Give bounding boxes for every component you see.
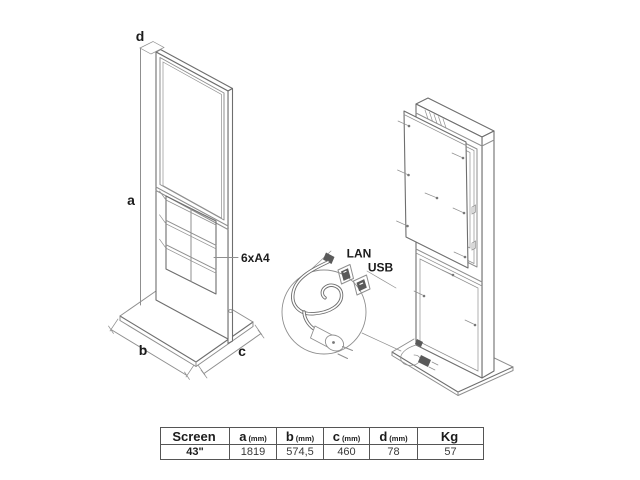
rear-view-kiosk <box>391 97 514 396</box>
dim-b-label: b <box>139 342 148 358</box>
lan-label: LAN <box>347 247 372 261</box>
detached-back-panel <box>396 110 469 277</box>
front-view-kiosk: d a b c 6xA4 <box>108 28 270 380</box>
spec-table: Screen a(mm) b(mm) c(mm) d(mm) Kg 43" 18… <box>160 427 484 460</box>
usb-port-icon <box>353 274 371 296</box>
dim-b-ext <box>185 364 195 378</box>
pocket-flap <box>159 214 167 225</box>
spec-table-value-row: 43" 1819 574,5 460 78 57 <box>160 444 484 460</box>
spec-table-header-row: Screen a(mm) b(mm) c(mm) d(mm) Kg <box>160 427 484 445</box>
front-kiosk-body <box>155 48 234 345</box>
schuko-plug <box>310 325 353 359</box>
kiosk-side-face <box>227 87 234 345</box>
spec-value-c: 460 <box>323 444 370 460</box>
power-cable-drawing <box>291 252 353 359</box>
vent-slots <box>424 109 447 129</box>
dimension-annotations: d a b c 6xA4 <box>108 28 270 380</box>
dim-c-line <box>203 333 262 374</box>
panel-edge-line <box>366 270 397 289</box>
spec-value-a: 1819 <box>229 444 277 460</box>
brochure-holder <box>159 190 217 295</box>
spec-value-kg: 57 <box>417 444 484 460</box>
dim-a-label: a <box>127 192 135 208</box>
plug-pin <box>337 353 348 359</box>
connection-detail: LAN USB <box>281 247 402 359</box>
dim-d-label: d <box>136 28 145 44</box>
usb-label: USB <box>368 261 394 275</box>
rear-power-cable <box>400 339 439 371</box>
iec-connector <box>323 252 335 264</box>
spec-value-d: 78 <box>369 444 418 460</box>
rear-lower-door <box>419 258 479 372</box>
dim-b-ext <box>109 318 119 332</box>
plug-pin <box>342 346 353 351</box>
pocket-flap <box>159 238 167 249</box>
dim-d-bracket <box>139 41 165 55</box>
spec-header-d: d(mm) <box>369 427 418 445</box>
spec-header-b: b(mm) <box>276 427 324 445</box>
spec-header-kg: Kg <box>417 427 484 445</box>
spec-header-a: a(mm) <box>229 427 277 445</box>
lock-detail <box>228 309 233 313</box>
spec-header-screen: Screen <box>160 427 230 445</box>
detail-leader-line <box>361 332 402 352</box>
dim-c-label: c <box>238 343 246 359</box>
brochure-label: 6xA4 <box>241 251 270 265</box>
lan-port-icon <box>337 264 354 285</box>
rear-side-face <box>481 130 495 379</box>
spec-value-screen: 43" <box>160 444 230 460</box>
plug-pins <box>428 361 439 371</box>
front-base-plate <box>119 290 254 367</box>
spec-header-c: c(mm) <box>323 427 370 445</box>
cable-loop <box>400 344 421 366</box>
rear-base-plate <box>391 338 514 396</box>
panel-screws <box>396 120 467 277</box>
screen <box>162 61 222 219</box>
cable-connector <box>415 339 423 347</box>
kiosk-front-face <box>155 51 229 340</box>
dim-b-line <box>110 329 188 376</box>
cable-plug <box>418 355 431 367</box>
spec-value-b: 574,5 <box>276 444 324 460</box>
pocket-flap <box>159 190 167 201</box>
